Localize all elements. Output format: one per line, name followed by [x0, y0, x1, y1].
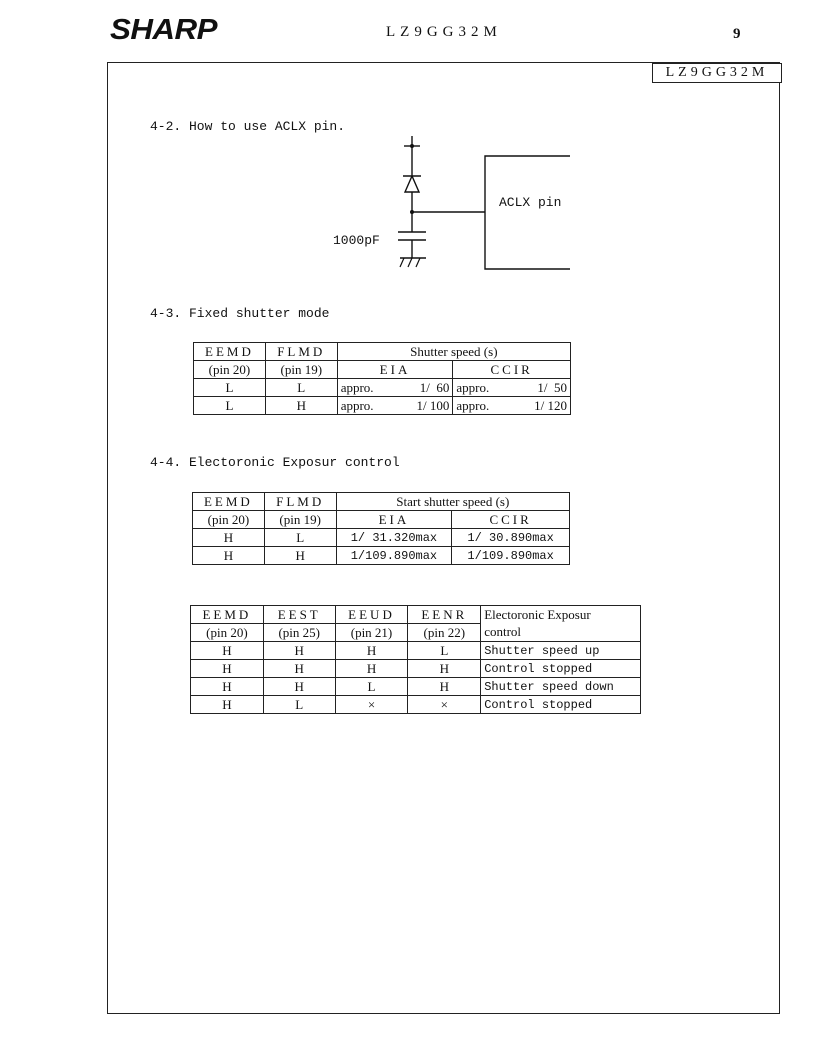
table-cell: H	[192, 528, 265, 547]
section-4-2-title: 4-2. How to use ACLX pin.	[150, 119, 346, 134]
header-cell: CCIR	[452, 360, 571, 379]
table-cell: 1/ 30.890max	[451, 528, 570, 547]
table-cell: H	[190, 641, 264, 660]
aclx-pin-label: ACLX pin	[499, 195, 562, 210]
header-cell: Start shutter speed (s)	[335, 492, 571, 511]
header-cell: CCIR	[451, 510, 570, 529]
table-cell: appro.	[336, 396, 396, 415]
table-row: H H H L Shutter speed up	[190, 641, 641, 660]
table-cell: H	[190, 695, 264, 714]
capacitor-label: 1000pF	[333, 233, 380, 248]
table-row: H H H H Control stopped	[190, 659, 641, 678]
table-cell: H	[190, 659, 264, 678]
table-cell: ×	[334, 695, 409, 714]
exposure-start-table: EEMD FLMD Start shutter speed (s) (pin 2…	[192, 492, 571, 565]
table-header-row: EEMD FLMD Start shutter speed (s)	[192, 492, 571, 511]
table-row: H L 1/ 31.320max 1/ 30.890max	[192, 528, 570, 547]
header-cell: EENR	[407, 605, 482, 624]
fixed-shutter-table: EEMD FLMD Shutter speed (s) (pin 20) (pi…	[193, 342, 572, 415]
header-cell: EEST	[262, 605, 336, 624]
aclx-pin-box	[484, 155, 570, 270]
table-cell: H	[190, 677, 264, 696]
aclx-circuit-diagram	[398, 136, 570, 270]
table-row: H L × × Control stopped	[190, 695, 641, 714]
table-cell: Shutter speed up	[480, 641, 641, 660]
table-cell: L	[334, 677, 409, 696]
header-cell: (pin 19)	[263, 510, 337, 529]
header-cell: (pin 22)	[407, 623, 482, 642]
header-cell: (pin 21)	[334, 623, 409, 642]
table-cell: 1/109.890max	[335, 546, 453, 565]
section-4-3-title: 4-3. Fixed shutter mode	[150, 306, 330, 321]
header-cell: Shutter speed (s)	[336, 342, 572, 361]
table-cell: 1/ 50	[510, 378, 571, 397]
header-cell: (pin 25)	[262, 623, 336, 642]
page-number: 9	[733, 26, 741, 42]
header-cell: control	[480, 623, 641, 642]
boxed-part-number: LZ9GG32M	[652, 63, 782, 83]
table-cell: H	[334, 659, 409, 678]
header-cell: EEMD	[190, 605, 264, 624]
table-row: H H L H Shutter speed down	[190, 677, 641, 696]
section-4-4-title: 4-4. Electoronic Exposur control	[150, 455, 400, 470]
header-cell: EIA	[336, 360, 454, 379]
table-cell: appro.	[452, 378, 511, 397]
header-cell: EEUD	[334, 605, 409, 624]
table-cell: ×	[407, 695, 482, 714]
table-cell: L	[193, 396, 266, 415]
header-cell: FLMD	[263, 492, 337, 511]
header-part-number: LZ9GG32M	[386, 24, 502, 40]
table-cell: 1/109.890max	[451, 546, 570, 565]
table-row: L H appro. 1/ 100 appro. 1/ 120	[193, 396, 571, 415]
table-cell: L	[407, 641, 482, 660]
table-cell: Control stopped	[480, 695, 641, 714]
table-cell: H	[263, 546, 337, 565]
table-cell: H	[334, 641, 409, 660]
header-cell: (pin 20)	[193, 360, 266, 379]
table-cell: 1/ 120	[510, 396, 571, 415]
header-cell: EIA	[335, 510, 453, 529]
table-cell: H	[407, 677, 482, 696]
table-header-row: (pin 20) (pin 25) (pin 21) (pin 22) cont…	[190, 623, 641, 642]
header-cell: FLMD	[264, 342, 338, 361]
header-cell: (pin 20)	[192, 510, 265, 529]
page-frame	[107, 62, 780, 1014]
table-cell: Shutter speed down	[480, 677, 641, 696]
table-cell: Control stopped	[480, 659, 641, 678]
exposure-control-table: EEMD EEST EEUD EENR Electoronic Exposur …	[190, 605, 641, 714]
table-cell: H	[264, 396, 338, 415]
table-cell: 1/ 60	[395, 378, 454, 397]
table-cell: L	[263, 528, 337, 547]
header-cell: EEMD	[192, 492, 265, 511]
table-row: H H 1/109.890max 1/109.890max	[192, 546, 570, 565]
table-cell: 1/ 100	[395, 396, 454, 415]
diode-symbol	[403, 174, 421, 193]
table-header-row: EEMD FLMD Shutter speed (s)	[193, 342, 572, 361]
table-row: L L appro. 1/ 60 appro. 1/ 50	[193, 378, 571, 397]
table-cell: L	[262, 695, 336, 714]
table-cell: H	[407, 659, 482, 678]
table-cell: appro.	[336, 378, 396, 397]
table-cell: 1/ 31.320max	[335, 528, 453, 547]
table-header-row: EEMD EEST EEUD EENR Electoronic Exposur	[190, 605, 641, 624]
table-cell: H	[262, 641, 336, 660]
table-header-row: (pin 20) (pin 19) EIA CCIR	[192, 510, 570, 529]
table-cell: H	[262, 677, 336, 696]
brand-logo: SHARP	[110, 14, 217, 46]
table-cell: L	[264, 378, 338, 397]
table-header-row: (pin 20) (pin 19) EIA CCIR	[193, 360, 571, 379]
header-cell: (pin 19)	[264, 360, 338, 379]
header-cell: EEMD	[193, 342, 266, 361]
header-cell: (pin 20)	[190, 623, 264, 642]
header-cell: Electoronic Exposur	[480, 605, 641, 624]
table-cell: H	[262, 659, 336, 678]
table-cell: appro.	[452, 396, 511, 415]
table-cell: L	[193, 378, 266, 397]
table-cell: H	[192, 546, 265, 565]
